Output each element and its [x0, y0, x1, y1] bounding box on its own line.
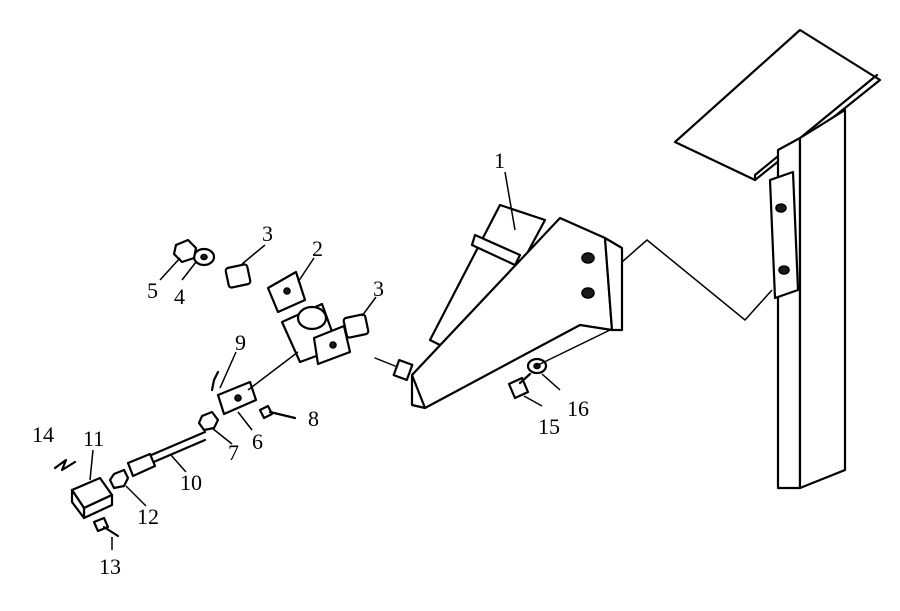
- callout-8: 8: [308, 406, 319, 431]
- part-14-pin: [53, 458, 77, 472]
- bolt-15-head: [507, 376, 530, 400]
- bracket-hole-upper: [581, 252, 595, 264]
- clevis-11-front: [70, 488, 86, 520]
- callout-2: 2: [312, 236, 323, 261]
- rod-end-6-hole: [234, 394, 242, 402]
- callout-12: 12: [137, 504, 159, 529]
- frame-post-side: [798, 108, 847, 490]
- part-13-bolt: [92, 516, 120, 538]
- bracket-foot: [410, 373, 427, 410]
- callout-11: 11: [83, 426, 104, 451]
- callout-4: 4: [174, 284, 185, 309]
- bolt-8-shank: [268, 410, 297, 420]
- part-7-nut: [197, 410, 220, 432]
- bolt-15-shank: [518, 372, 532, 385]
- callout-16: 16: [567, 396, 589, 421]
- callout-6: 6: [252, 429, 263, 454]
- callout-15: 15: [538, 414, 560, 439]
- callout-14: 14: [32, 422, 54, 447]
- part-11-clevis-block: [70, 476, 114, 520]
- assembly-leader-line: [621, 239, 773, 322]
- bracket-hole-lower: [581, 287, 595, 299]
- callout-5: 5: [147, 278, 158, 303]
- callout-labels: 1 2 3 3 4 5 6 7 8 9 10 11 12 13 14 15 16: [32, 148, 589, 579]
- frame-top-plate-edge: [753, 73, 879, 182]
- leader-lines: [89, 171, 611, 550]
- frame-structure: [673, 28, 882, 490]
- bushing-left-body: [224, 263, 252, 289]
- bracket-flange-side: [603, 236, 624, 332]
- yoke-ear-upper-hole: [283, 287, 291, 295]
- yoke-ear-lower-hole: [329, 341, 337, 349]
- callout-10: 10: [180, 470, 202, 495]
- yoke-bore: [296, 305, 328, 331]
- frame-mount-plate: [768, 170, 800, 300]
- washer-4-hole: [200, 253, 208, 261]
- callout-3b: 3: [373, 276, 384, 301]
- part-3-bushing-left: [224, 263, 252, 289]
- callout-13: 13: [99, 554, 121, 579]
- callout-3a: 3: [262, 221, 273, 246]
- mount-plate-hole-lower: [778, 265, 790, 275]
- part-2-yoke: [266, 270, 352, 366]
- callout-1: 1: [494, 148, 505, 173]
- part-3-bushing-right: [342, 313, 370, 339]
- part-15-bolt: [507, 372, 532, 400]
- bushing-right-body: [342, 313, 370, 339]
- rod-10-thread: [126, 452, 157, 478]
- part-8-bolt: [258, 404, 297, 420]
- frame-top-plate: [673, 28, 882, 182]
- part-1-bracket: [374, 203, 624, 410]
- mount-plate-hole-upper: [775, 203, 787, 213]
- callout-7: 7: [228, 440, 239, 465]
- bolt-8-head: [258, 404, 274, 420]
- callout-9: 9: [235, 330, 246, 355]
- bolt-13-shank: [102, 525, 120, 538]
- part-9-cotter-pin: [210, 370, 220, 392]
- bracket-stud-nut: [392, 358, 414, 382]
- part-12-nut: [108, 468, 130, 490]
- part-5-nut: [172, 238, 198, 264]
